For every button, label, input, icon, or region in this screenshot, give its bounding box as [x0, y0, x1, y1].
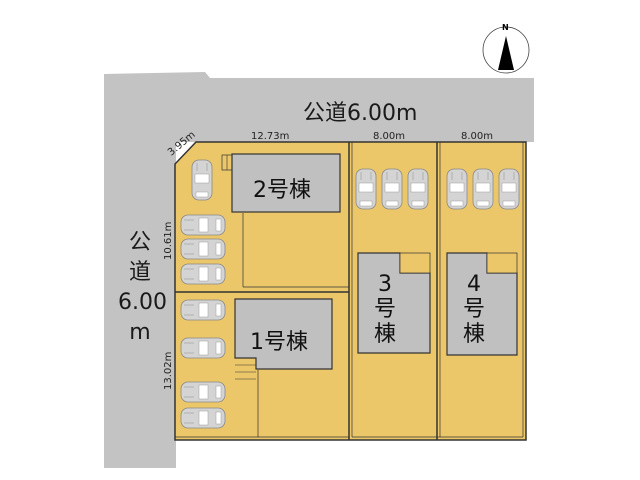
- west-road-unit: m: [129, 320, 151, 345]
- west-road-width: 6.00: [118, 290, 167, 315]
- building-4-number: 4: [467, 272, 481, 297]
- north-compass-icon: [482, 26, 530, 74]
- lot3-frontage-dimension: 8.00m: [373, 131, 406, 142]
- building-4-label: 4 号 棟: [459, 272, 489, 347]
- north-road-label: 公道6.00m: [303, 101, 418, 126]
- public-road-west: [104, 74, 176, 468]
- building-3-label: 3 号 棟: [370, 272, 400, 347]
- lot1-depth-dimension: 13.02m: [163, 351, 174, 390]
- building-1-label: 1号棟: [250, 330, 308, 355]
- west-road-label: 公 道 6.00 m: [118, 228, 167, 348]
- lot12-frontage-dimension: 12.73m: [251, 131, 290, 142]
- building-4: [446, 252, 518, 356]
- building-1: [234, 298, 333, 380]
- compass-north-label: N: [502, 23, 509, 32]
- building-2-label: 2号棟: [253, 178, 311, 203]
- building-3-to: 棟: [373, 322, 396, 347]
- building-3-number: 3: [378, 272, 392, 297]
- building-4-to: 棟: [462, 322, 485, 347]
- building-3-go: 号: [373, 297, 396, 322]
- west-road-char-2: 道: [128, 260, 151, 285]
- west-road-char-1: 公: [128, 230, 151, 255]
- lot4-frontage-dimension: 8.00m: [461, 131, 494, 142]
- lot2-depth-dimension: 10.61m: [163, 221, 174, 260]
- public-road-north: [104, 72, 534, 142]
- building-4-go: 号: [462, 297, 485, 322]
- building-3: [357, 252, 431, 354]
- building-2: [221, 153, 341, 213]
